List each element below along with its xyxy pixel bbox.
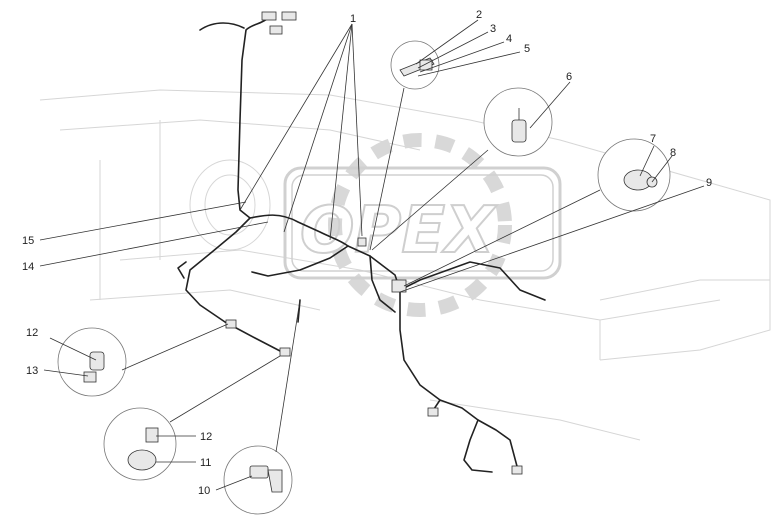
connector-top-3 — [269, 25, 283, 35]
callout-12-upper: 12 — [26, 327, 38, 339]
callout-7: 7 — [650, 133, 656, 145]
detail-parts — [83, 57, 658, 493]
connector-top-1 — [261, 11, 277, 21]
harness-dash-branch — [251, 245, 349, 277]
sensor-10-body — [249, 465, 269, 479]
callout-8: 8 — [670, 147, 676, 159]
harness-top-branch — [199, 22, 245, 31]
callout-14: 14 — [22, 261, 34, 273]
callout-6: 6 — [566, 71, 572, 83]
callout-labels: 1 2 3 4 5 6 7 8 9 10 11 12 12 13 14 15 — [22, 9, 712, 497]
connector-left-2 — [279, 347, 291, 357]
sensor-10-lead — [267, 469, 283, 493]
connector-bottom — [511, 465, 523, 475]
watermark-text: OPEX — [300, 194, 497, 268]
harness-left-stub — [177, 261, 187, 279]
callout-12-lower: 12 — [200, 431, 212, 443]
pressure-switch — [511, 119, 527, 143]
connector-mid — [357, 237, 367, 247]
harness-upper-trunk — [237, 17, 269, 219]
callout-5: 5 — [524, 43, 530, 55]
connector-top-2 — [281, 11, 297, 21]
sensor-12-body — [89, 351, 105, 371]
harness-lower-run — [399, 289, 519, 471]
sensor-13-connector — [83, 371, 97, 383]
connector-lower — [427, 407, 439, 417]
sensor-12-plug — [145, 427, 159, 443]
harness-connectors — [225, 11, 523, 475]
callout-4: 4 — [506, 33, 512, 45]
callout-13: 13 — [26, 365, 38, 377]
wiring-harness — [177, 17, 546, 473]
connector-center — [391, 279, 407, 293]
leader-lines — [39, 19, 705, 491]
callout-3: 3 — [490, 23, 496, 35]
callout-1: 1 — [350, 13, 356, 25]
harness-right-branch — [399, 261, 546, 301]
harness-bottom-loop — [463, 419, 493, 473]
callout-2: 2 — [476, 9, 482, 21]
detail-circle-sensor-10 — [223, 445, 293, 515]
sensor-11-body — [127, 449, 157, 471]
callout-15: 15 — [22, 235, 34, 247]
callout-11: 11 — [200, 457, 211, 469]
connector-left-1 — [225, 319, 237, 329]
harness-left-branch — [185, 217, 283, 353]
callout-10: 10 — [198, 485, 210, 497]
callout-9: 9 — [706, 177, 712, 189]
harness-center-drop — [369, 255, 396, 313]
